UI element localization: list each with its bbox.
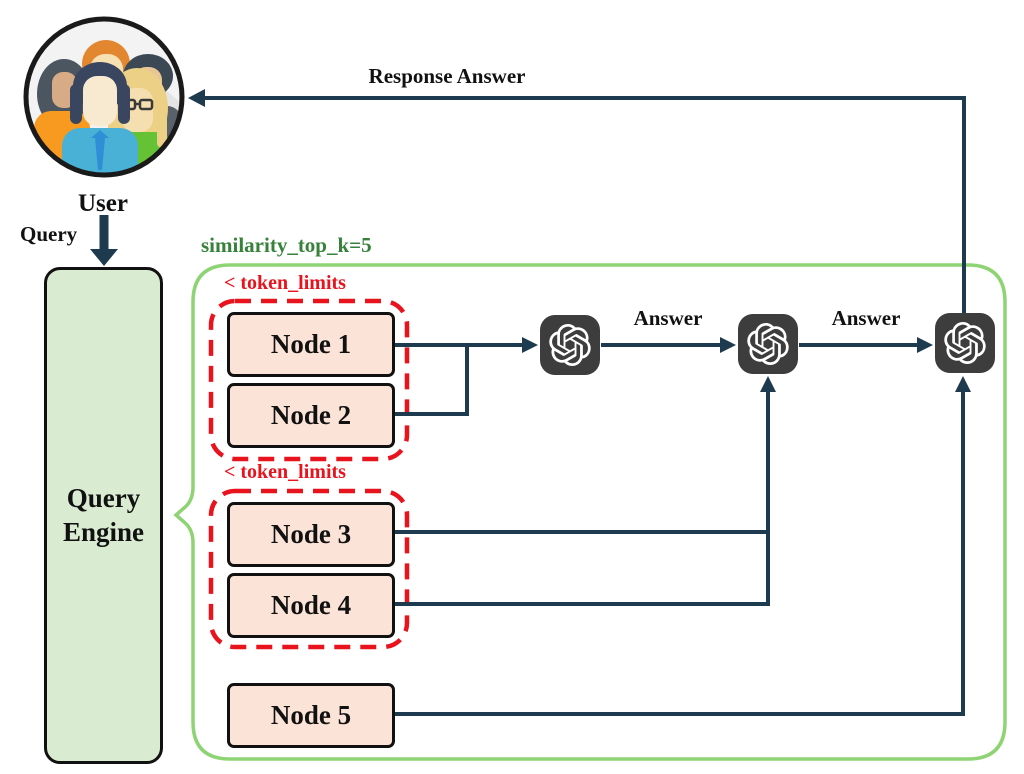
connector-llm1-llm2 [601,337,736,353]
connector-response-answer [188,89,966,315]
token-limit-box-2 [208,488,410,650]
node-5: Node 5 [227,683,395,748]
user-avatar [20,12,188,182]
connector-llm2-llm3 [799,337,933,353]
node-4-label: Node 4 [270,590,352,620]
node-2: Node 2 [227,383,395,448]
token-limit-label-2: < token_limits [224,461,346,483]
node-5-label: Node 5 [270,700,352,730]
node-3: Node 3 [227,502,395,567]
llm-step-1 [540,315,600,375]
token-limit-box-1 [208,298,410,462]
similarity-top-k-label: similarity_top_k=5 [201,233,372,257]
token-limit-label-1: < token_limits [224,272,346,294]
query-engine-box: Query Engine [44,267,163,764]
openai-icon [944,322,986,364]
user-avatar-icon [23,16,185,178]
answer-label-1: Answer [633,306,703,330]
similarity-container-outline [173,263,1007,761]
query-arrow [90,215,118,266]
connector-node5-llm3 [392,376,971,716]
node-1-label: Node 1 [270,329,352,359]
node-1: Node 1 [227,312,395,377]
connector-nodes12-llm1 [392,337,538,416]
query-engine-label: Query Engine [62,482,145,547]
llm-step-2 [738,314,798,374]
connector-nodes34-llm2 [392,376,776,606]
llm-step-3 [935,313,995,373]
node-2-label: Node 2 [270,400,352,430]
openai-icon [549,324,591,366]
response-answer-label: Response Answer [368,64,526,88]
node-4: Node 4 [227,573,395,638]
openai-icon [747,323,789,365]
query-edge-label: Query [20,222,78,246]
user-label: User [78,190,128,217]
node-3-label: Node 3 [270,519,352,549]
answer-label-2: Answer [831,306,901,330]
